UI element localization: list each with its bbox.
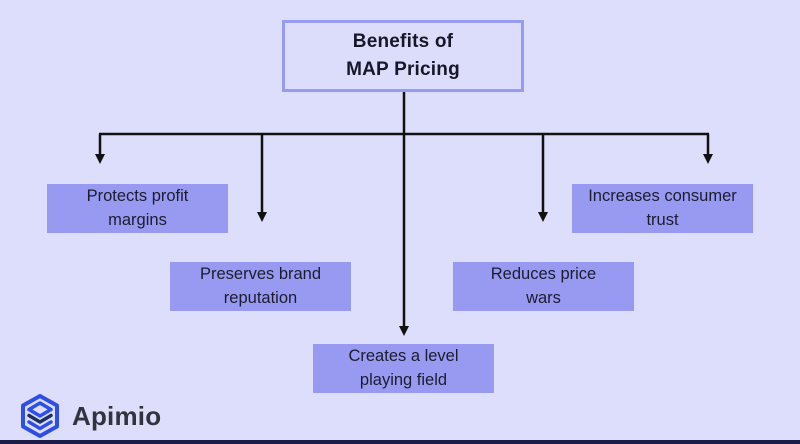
- node-label: Creates a level playing field: [348, 347, 459, 389]
- diagram-title: Benefits of MAP Pricing: [346, 31, 460, 80]
- node-label: Preserves brand reputation: [199, 265, 322, 307]
- node-creates-level-playing-field: Creates a level playing field: [313, 344, 494, 393]
- diagram-title-box: Benefits of MAP Pricing: [282, 20, 524, 92]
- node-protects-profit-margins: Protects profit margins: [47, 184, 228, 233]
- apimio-logo: Apimio: [20, 394, 161, 438]
- node-label: Protects profit margins: [86, 187, 189, 229]
- logo-wordmark: Apimio: [72, 400, 162, 431]
- bottom-accent-bar: [0, 440, 800, 444]
- node-preserves-brand-reputation: Preserves brand reputation: [170, 262, 351, 311]
- node-reduces-price-wars: Reduces price wars: [453, 262, 634, 311]
- apimio-hexagon-box-icon: [21, 394, 59, 438]
- node-label: Increases consumer trust: [588, 187, 737, 229]
- node-increases-consumer-trust: Increases consumer trust: [572, 184, 753, 233]
- node-label: Reduces price wars: [490, 265, 597, 307]
